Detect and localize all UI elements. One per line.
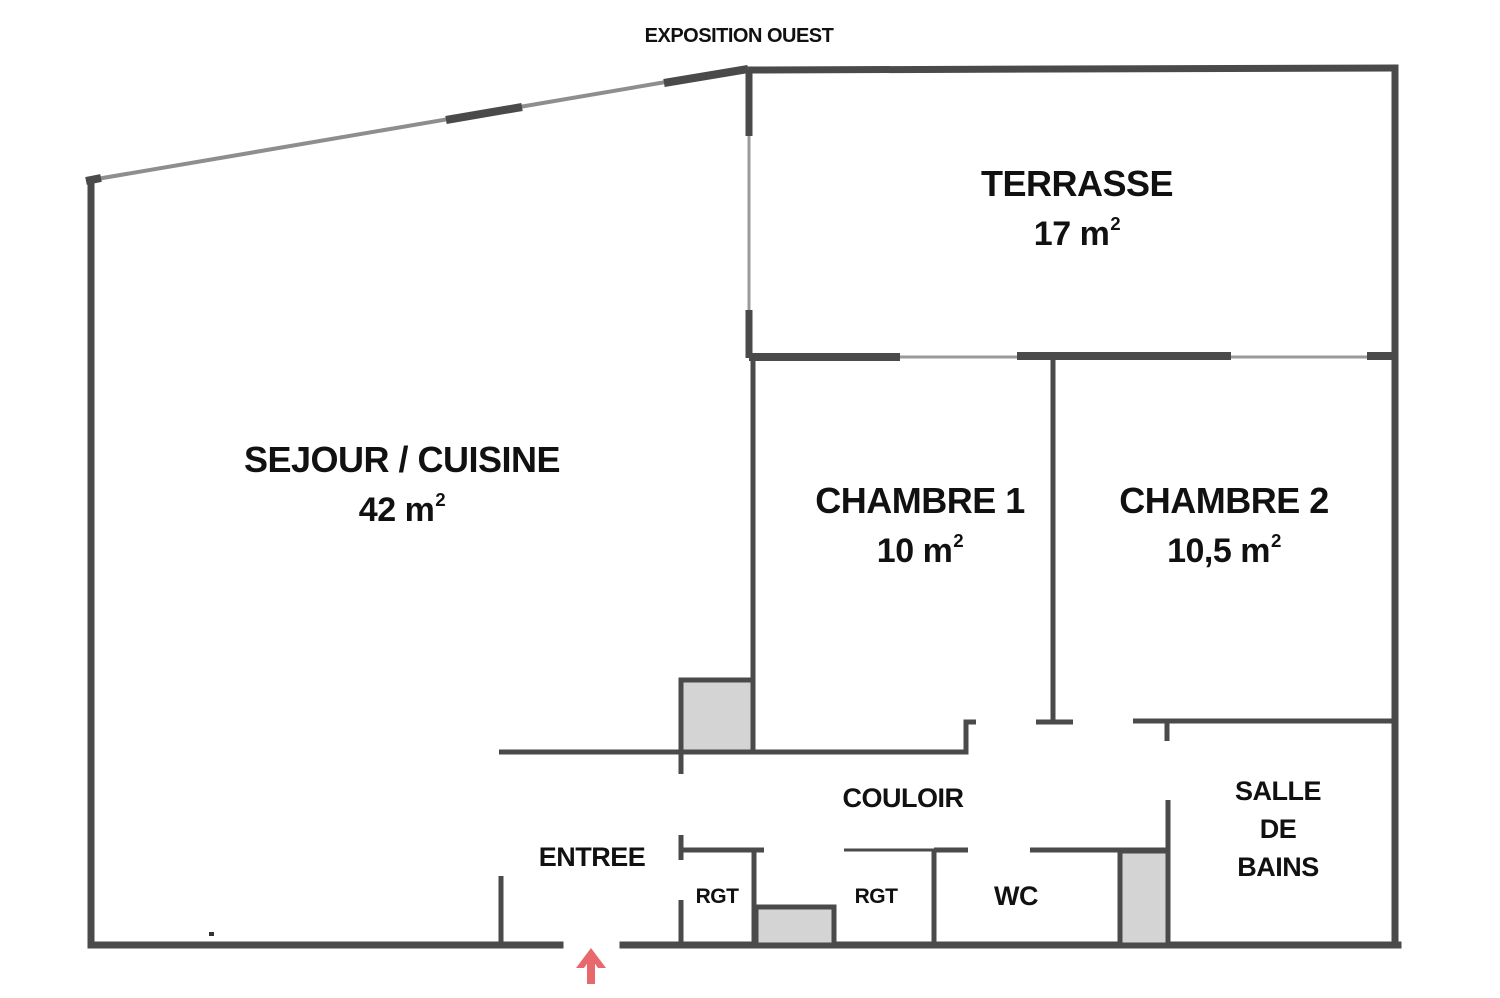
shafts xyxy=(678,677,1171,948)
room-salle-de-bains: SALLE DE BAINS xyxy=(1234,772,1322,886)
room-chambre-1: CHAMBRE 1 10 m2 xyxy=(815,481,1025,571)
room-name: CHAMBRE 2 xyxy=(1119,480,1329,521)
room-rgt-2: RGT xyxy=(854,885,898,908)
room-name-line-3: BAINS xyxy=(1237,852,1319,882)
kitchen-shaft xyxy=(678,677,756,755)
dot-mark xyxy=(209,932,214,936)
room-terrasse: TERRASSE 17 m2 xyxy=(980,163,1174,254)
room-sejour-cuisine: SEJOUR / CUISINE 42 m2 xyxy=(243,439,561,530)
rgt-shaft xyxy=(753,904,837,948)
room-area: 42 m2 xyxy=(358,489,446,529)
orientation-label: EXPOSITION OUEST xyxy=(644,25,834,47)
room-name-line-2: DE xyxy=(1259,814,1297,844)
arrow-up-icon xyxy=(576,948,606,984)
room-name-line-1: SALLE xyxy=(1234,776,1322,806)
room-rgt-1: RGT xyxy=(695,885,739,908)
room-wc: WC xyxy=(994,881,1038,911)
room-couloir: COULOIR xyxy=(842,783,965,813)
room-entree: ENTREE xyxy=(538,842,646,872)
terrasse-bottom-wall xyxy=(749,352,1395,361)
wc-shaft xyxy=(1117,848,1171,948)
interior-walls xyxy=(498,357,1395,945)
room-area: 17 m2 xyxy=(1033,213,1121,253)
room-chambre-2: CHAMBRE 2 10,5 m2 xyxy=(1119,481,1329,571)
room-area: 10,5 m2 xyxy=(1167,530,1281,570)
room-name: CHAMBRE 1 xyxy=(815,480,1025,521)
room-name: SEJOUR / CUISINE xyxy=(243,439,561,480)
room-area: 10 m2 xyxy=(876,530,964,570)
room-name: TERRASSE xyxy=(980,163,1174,204)
sloped-facade xyxy=(85,65,749,185)
